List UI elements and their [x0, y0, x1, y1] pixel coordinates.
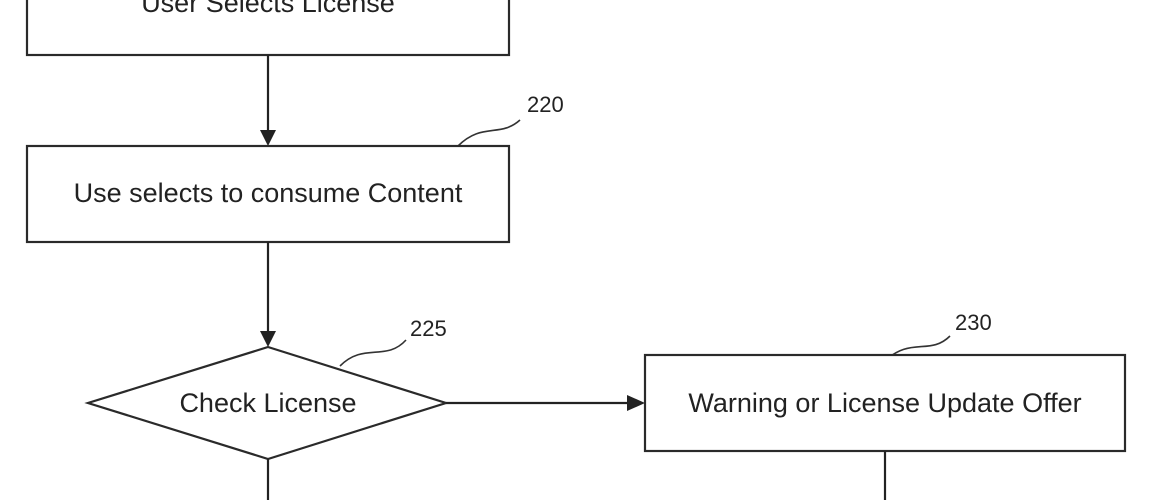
- ref-230-label: 230: [955, 310, 992, 335]
- node-user-selects-license: User Selects License: [25, 0, 511, 57]
- node-check-license-label: Check License: [179, 388, 356, 418]
- ref-220-label: 220: [527, 92, 564, 117]
- edge-select-to-consume: [260, 55, 276, 146]
- node-warning-offer-label: Warning or License Update Offer: [688, 388, 1081, 418]
- edge-check-to-warning: [446, 395, 645, 411]
- node-user-selects-license-label: User Selects License: [141, 0, 395, 18]
- ref-225: 225: [339, 316, 447, 367]
- node-consume-content: Use selects to consume Content: [25, 144, 511, 244]
- ref-220: 220: [457, 92, 564, 147]
- node-check-license: Check License: [84, 345, 450, 461]
- edge-consume-to-check: [260, 242, 276, 347]
- node-consume-content-label: Use selects to consume Content: [74, 178, 463, 208]
- ref-225-label: 225: [410, 316, 447, 341]
- node-warning-offer: Warning or License Update Offer: [643, 353, 1127, 453]
